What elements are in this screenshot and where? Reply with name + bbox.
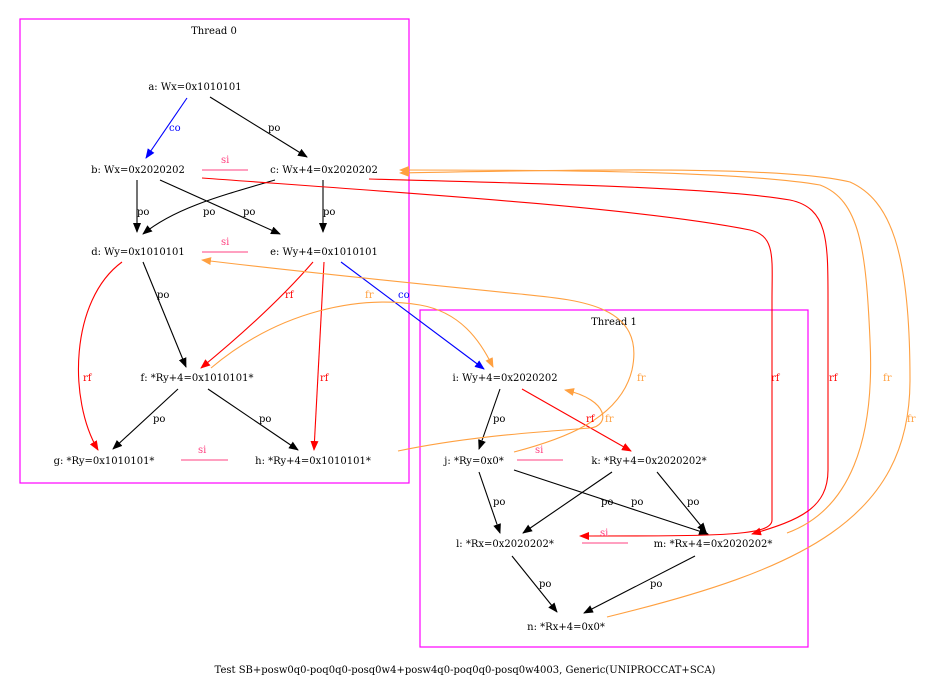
edge-c-d-po: [142, 179, 276, 235]
edge-b-l-rf: [201, 177, 773, 540]
edge-j-d-fr: [201, 257, 635, 453]
edge-a-b-co: [145, 97, 188, 159]
label-po: po: [323, 207, 335, 218]
node-k: k: *Ry+4=0x2020202*: [591, 456, 706, 467]
edge-k-m-po: [656, 471, 707, 533]
label-po: po: [631, 497, 643, 508]
node-l: l: *Rx=0x2020202*: [456, 539, 554, 550]
edge-n-c-fr: [399, 168, 911, 618]
label-rf: rf: [771, 373, 781, 384]
node-g: g: *Ry=0x1010101*: [54, 456, 155, 467]
node-j: j: *Ry=0x0*: [443, 456, 503, 467]
label-rf: rf: [586, 414, 596, 425]
edge-b-e-po: [159, 179, 281, 235]
label-fr: fr: [605, 414, 614, 425]
label-si: si: [198, 445, 206, 456]
label-fr: fr: [637, 373, 646, 384]
si-links: [181, 169, 628, 544]
label-po: po: [243, 207, 255, 218]
edge-j-m-po: [513, 469, 709, 535]
edge-i-j-po: [478, 388, 501, 450]
node-c: c: Wx+4=0x2020202: [270, 165, 378, 176]
label-po: po: [493, 497, 505, 508]
node-h: h: *Ry+4=0x1010101*: [255, 456, 371, 467]
label-rf: rf: [320, 373, 330, 384]
edge-k-l-po: [522, 471, 613, 534]
label-fr: fr: [883, 373, 892, 384]
label-rf: rf: [83, 373, 93, 384]
edge-f-i-fr: [210, 301, 494, 369]
label-rf: rf: [285, 290, 295, 301]
label-si: si: [535, 445, 543, 456]
edge-labels: co po si po po po po si po rf fr co rf r…: [83, 123, 916, 590]
edge-l-n-po: [511, 555, 558, 613]
label-po: po: [259, 414, 271, 425]
edge-a-c-po: [209, 96, 308, 158]
node-n: n: *Rx+4=0x0*: [527, 622, 605, 633]
label-co: co: [398, 290, 410, 301]
edge-d-g-rf: [77, 261, 123, 451]
co-edges: [145, 97, 485, 370]
node-b: b: Wx=0x2020202: [91, 165, 185, 176]
thread-1-title: Thread 1: [591, 317, 637, 328]
label-po: po: [601, 497, 613, 508]
node-a: a: Wx=0x1010101: [148, 82, 241, 93]
rf-edges: [77, 177, 829, 540]
label-po: po: [687, 497, 699, 508]
edge-f-h-po: [207, 388, 299, 451]
edge-e-i-co: [340, 261, 485, 370]
edge-j-l-po: [478, 471, 501, 534]
node-e: e: Wy+4=0x1010101: [270, 247, 378, 258]
label-po: po: [157, 290, 169, 301]
edge-m-n-po: [583, 555, 696, 614]
node-f: f: *Ry+4=0x1010101*: [141, 373, 254, 384]
po-edges: [112, 96, 709, 614]
node-i: i: Wy+4=0x2020202: [452, 373, 557, 384]
nodes: a: Wx=0x1010101 b: Wx=0x2020202 c: Wx+4=…: [54, 82, 773, 633]
label-po: po: [539, 579, 551, 590]
label-fr: fr: [907, 414, 916, 425]
edge-e-h-rf: [310, 261, 325, 451]
label-po: po: [650, 579, 662, 590]
label-po: po: [268, 123, 280, 134]
edge-c-m-rf: [368, 178, 829, 536]
thread-1-cluster: [419, 309, 809, 648]
label-si: si: [600, 528, 608, 539]
label-rf: rf: [829, 373, 839, 384]
node-d: d: Wy=0x1010101: [91, 247, 185, 258]
thread-0-title: Thread 0: [191, 26, 237, 37]
edge-d-f-po: [142, 261, 187, 368]
label-si: si: [221, 155, 229, 166]
fr-edges: [201, 166, 911, 618]
edge-l-c-fr: [399, 166, 872, 534]
edge-e-f-rf: [200, 261, 314, 369]
graph-caption: Test SB+posw0q0-poq0q0-posq0w4+posw4q0-p…: [215, 665, 716, 676]
label-po: po: [137, 207, 149, 218]
label-po: po: [203, 207, 215, 218]
label-fr: fr: [365, 290, 374, 301]
edge-f-g-po: [112, 388, 179, 450]
label-po: po: [153, 414, 165, 425]
label-co: co: [169, 123, 181, 134]
node-m: m: *Rx+4=0x2020202*: [654, 539, 773, 550]
label-si: si: [221, 237, 229, 248]
label-po: po: [493, 414, 505, 425]
thread-0-cluster: [19, 18, 410, 484]
edge-i-k-rf: [521, 388, 632, 452]
